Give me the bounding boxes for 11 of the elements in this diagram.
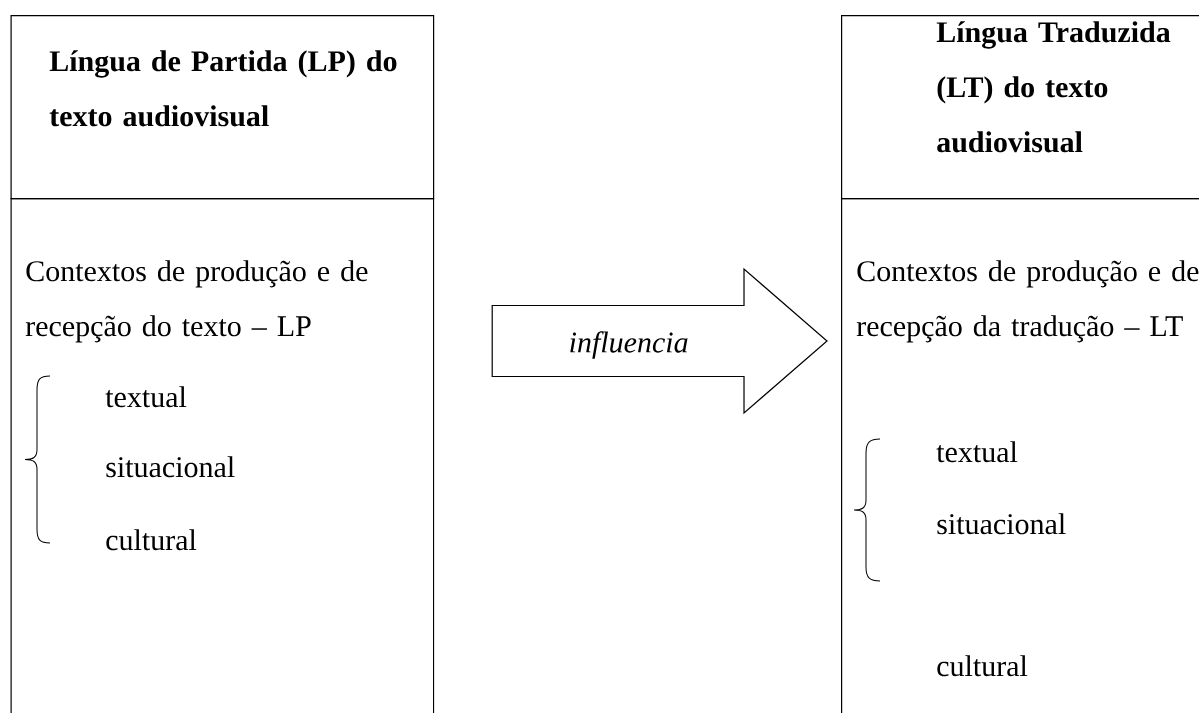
header-text: Língua Traduzida (LT) do texto audiovisual — [936, 21, 1171, 153]
list-item: cultural — [106, 529, 197, 551]
body-text: Contextos de produção e de recepção da tradução – LT — [856, 260, 1199, 343]
edge-label: influencia — [567, 330, 690, 360]
list-item: cultural — [937, 655, 1028, 677]
list-item: textual — [105, 386, 187, 408]
list-item: textual — [936, 441, 1018, 463]
header-text: Língua de Partida (LP) do texto audiovisual — [49, 50, 397, 127]
body-text: Contextos de produção e de recepção do texto – LP — [25, 260, 368, 343]
list-item: situacional — [937, 513, 1066, 535]
list-item: situacional — [106, 456, 235, 478]
